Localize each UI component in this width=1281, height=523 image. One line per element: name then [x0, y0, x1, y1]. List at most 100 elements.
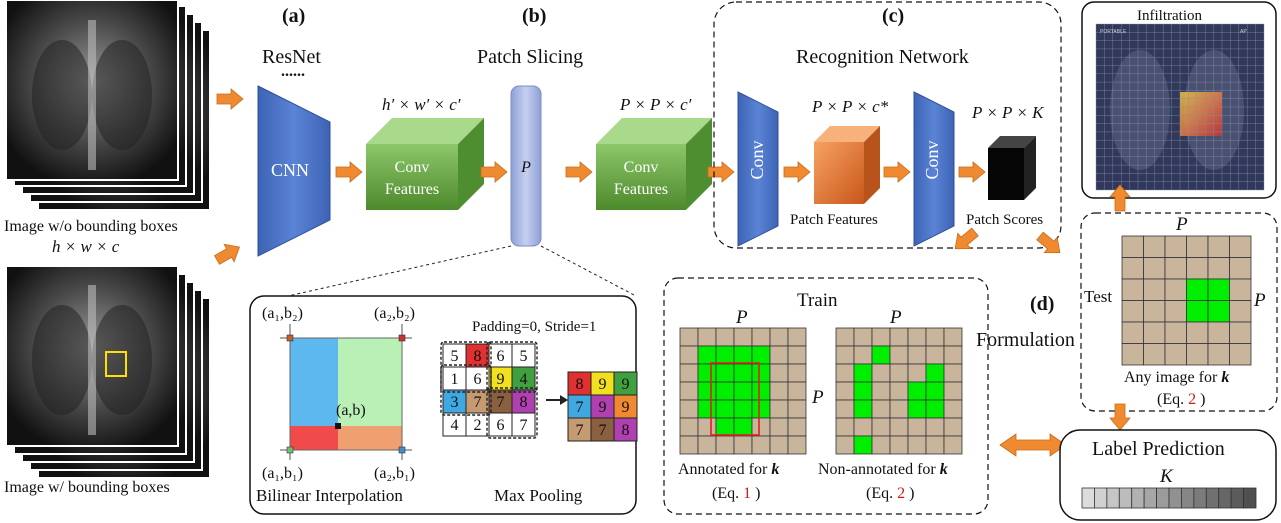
grid-cell: [697, 381, 717, 401]
grid-cell: [1143, 257, 1166, 280]
grid-cell: [1164, 278, 1187, 301]
train-box: [663, 277, 989, 515]
prediction-cell: [1156, 487, 1170, 509]
grid-cell: [889, 363, 909, 383]
grid-cell: [697, 417, 717, 437]
conv-features-cube-2: [596, 118, 712, 210]
coord-a1b2: (a₁,b₂): [262, 305, 303, 322]
conv-trapezoid-1: [737, 91, 779, 247]
conv-features-2-line2: Features: [614, 181, 668, 198]
grid-cell: [1207, 321, 1230, 344]
arrow-conv-scores: [958, 161, 986, 183]
test-label: Test: [1084, 287, 1112, 306]
grid-cell: [715, 381, 735, 401]
patch-bar: [510, 85, 542, 247]
grid-cell: [679, 327, 699, 347]
bounding-box: [105, 351, 127, 377]
pooling-window: [440, 364, 492, 416]
prediction-cell: [1168, 487, 1182, 509]
grid-cell: [787, 327, 807, 347]
grid-cell: [787, 345, 807, 365]
grid-cell: [943, 363, 963, 383]
grid-cell: [943, 435, 963, 455]
grid-cell: [751, 381, 771, 401]
grid-cell: [1229, 278, 1252, 301]
patch-slicing-label: Patch Slicing: [477, 46, 583, 68]
grid-cell: [733, 345, 753, 365]
double-arrow-train-prediction: [999, 433, 1067, 457]
arrow-slice-conv: [565, 161, 593, 183]
grid-cell: [1143, 343, 1166, 366]
arrow-test-prediction: [1109, 403, 1131, 431]
prediction-bar: [1081, 487, 1257, 509]
grid-cell: [733, 363, 753, 383]
prediction-cell: [1193, 487, 1207, 509]
prediction-cell: [1131, 487, 1145, 509]
patch-features-cube: [814, 126, 880, 204]
recognition-box: [713, 1, 1062, 249]
grid-cell: [907, 381, 927, 401]
grid-cell: [1207, 235, 1230, 258]
grid-cell: [925, 345, 945, 365]
grid-cell: [733, 327, 753, 347]
maxpool-output-cell: [613, 417, 638, 442]
maxpool-output-value: 8: [576, 376, 584, 393]
maxpool-input-value: 6: [497, 348, 505, 365]
grid-cell: [889, 327, 909, 347]
grid-cell: [1186, 321, 1209, 344]
grid-cell: [853, 327, 873, 347]
grid-cell: [835, 399, 855, 419]
grid-cell: [1164, 300, 1187, 323]
label-c: (c): [882, 5, 904, 27]
grid-cell: [769, 327, 789, 347]
label-a: (a): [282, 5, 305, 27]
formulation-label: Formulation: [976, 329, 1075, 351]
resnet-label: ResNet: [262, 46, 321, 68]
prediction-cell: [1106, 487, 1120, 509]
dim-ppk: P × P × K: [971, 103, 1045, 122]
arrow-conv-slice: [480, 161, 508, 183]
grid-cell: [1121, 300, 1144, 323]
maxpool-input-cell: [511, 412, 536, 437]
grid-cell: [697, 435, 717, 455]
grid-cell: [1207, 257, 1230, 280]
conv-2-label: Conv: [922, 140, 942, 179]
grid-cell: [835, 363, 855, 383]
grid-cell: [871, 435, 891, 455]
grid-cell: [943, 399, 963, 419]
grid-cell: [787, 399, 807, 419]
grid-cell: [1229, 343, 1252, 366]
maxpool-output-value: 9: [599, 376, 607, 393]
annotated-label: Annotated for k: [678, 461, 779, 478]
patch-bar-p: P: [520, 159, 531, 176]
xray-overlay-left: PORTABLE: [1100, 29, 1127, 35]
arrow-input-bottom: [211, 237, 245, 270]
maxpool-input-value: 6: [474, 371, 482, 388]
grid-cell: [1164, 257, 1187, 280]
grid-cell: [925, 381, 945, 401]
grid-cell: [889, 381, 909, 401]
image-w-bbox-label: Image w/ bounding boxes: [4, 479, 170, 496]
grid-cell: [1207, 300, 1230, 323]
grid-cell: [889, 417, 909, 437]
grid-cell: [1143, 278, 1166, 301]
grid-cell: [925, 327, 945, 347]
grid-cell: [925, 399, 945, 419]
grid-cell: [853, 345, 873, 365]
maxpool-input-value: 2: [474, 417, 482, 434]
grid-cell: [751, 435, 771, 455]
non-annotated-grid: [835, 327, 963, 455]
grid-cell: [1121, 235, 1144, 258]
grid-cell: [733, 435, 753, 455]
patch-features-label: Patch Features: [790, 212, 878, 228]
arrow-conv-patchfeat: [783, 161, 811, 183]
maxpool-input-value: 3: [451, 394, 459, 411]
grid-cell: [1229, 257, 1252, 280]
maxpool-output-value: 9: [622, 399, 630, 416]
grid-cell: [907, 435, 927, 455]
maxpool-input-value: 5: [451, 348, 459, 365]
grid-cell: [1121, 321, 1144, 344]
grid-cell: [769, 435, 789, 455]
grid-cell: [907, 363, 927, 383]
